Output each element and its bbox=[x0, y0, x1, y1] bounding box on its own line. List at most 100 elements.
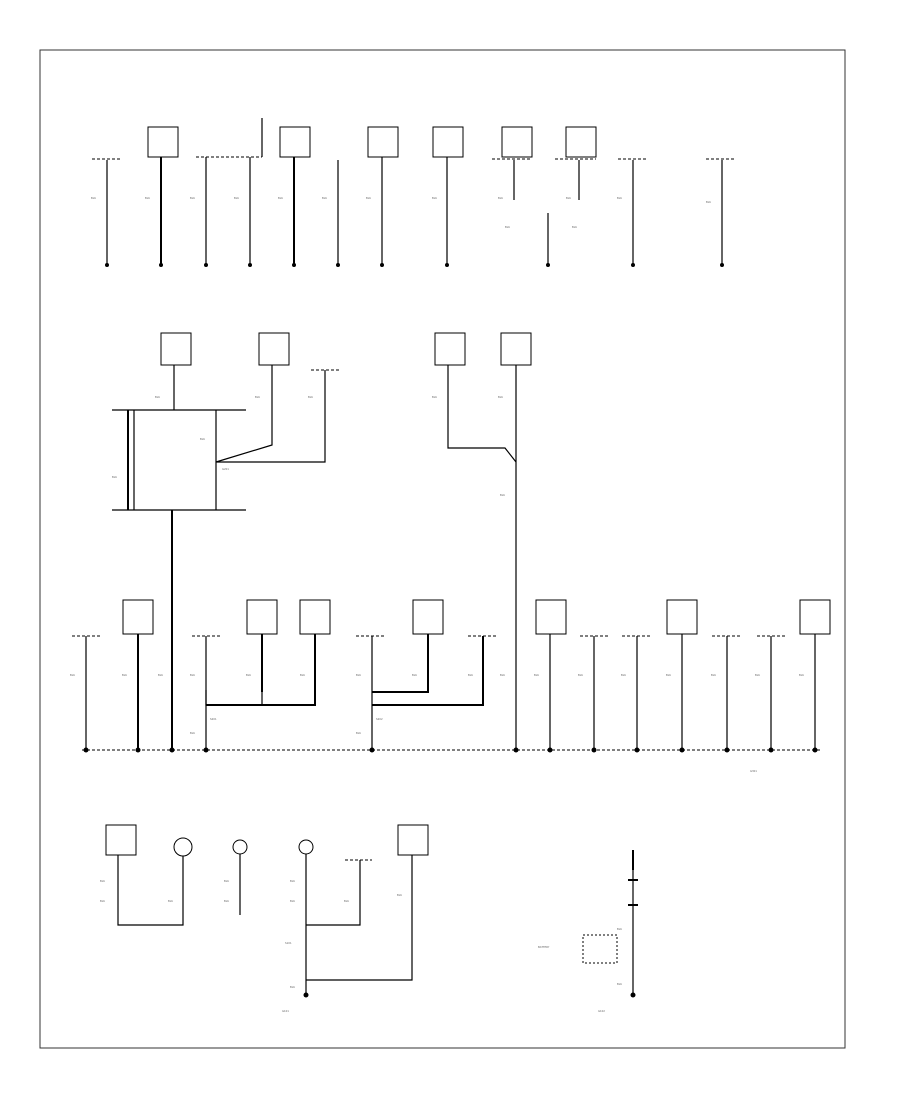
middle-wires bbox=[112, 365, 517, 750]
battery-ground: BATTERY BLK BLK G102 bbox=[538, 850, 638, 1013]
top-row-components: BLK BLK BLK BLK BLK BLK BLK BLK BLK BLK BLK BL… bbox=[91, 118, 736, 267]
component-box bbox=[246, 599, 278, 635]
svg-text:BLK: BLK bbox=[290, 985, 295, 989]
svg-text:BLK: BLK bbox=[534, 673, 539, 677]
svg-text:BLK: BLK bbox=[617, 982, 622, 986]
svg-text:BLK: BLK bbox=[617, 927, 622, 931]
component-box bbox=[105, 824, 137, 856]
svg-text:BLK: BLK bbox=[200, 437, 205, 441]
component-box bbox=[565, 126, 597, 158]
component-box bbox=[799, 599, 831, 635]
lamp-icon bbox=[298, 839, 314, 855]
svg-text:BLK: BLK bbox=[666, 673, 671, 677]
middle-section: BLK BLK BLK BLK BLK BLK BLK G201 BLK bbox=[112, 332, 532, 750]
svg-text:BLK: BLK bbox=[799, 673, 804, 677]
svg-text:BLK: BLK bbox=[498, 395, 503, 399]
svg-text:G201: G201 bbox=[222, 467, 229, 471]
svg-text:BLK: BLK bbox=[300, 673, 305, 677]
component-box bbox=[500, 332, 532, 366]
connector-dashes bbox=[92, 156, 736, 160]
svg-text:BLK: BLK bbox=[397, 893, 402, 897]
svg-text:BLK: BLK bbox=[255, 395, 260, 399]
svg-text:BLK: BLK bbox=[498, 196, 503, 200]
svg-text:BLK: BLK bbox=[706, 200, 711, 204]
svg-text:BLK: BLK bbox=[500, 493, 505, 497]
top-row-ground-dots bbox=[105, 263, 724, 267]
svg-text:BLK: BLK bbox=[356, 731, 361, 735]
component-box bbox=[258, 332, 290, 366]
lamp-icon bbox=[232, 839, 248, 855]
svg-text:BLK: BLK bbox=[234, 196, 239, 200]
svg-text:BLK: BLK bbox=[755, 673, 760, 677]
svg-text:S202: S202 bbox=[376, 717, 383, 721]
component-box bbox=[501, 126, 533, 158]
svg-text:BLK: BLK bbox=[500, 673, 505, 677]
svg-text:BLK: BLK bbox=[621, 673, 626, 677]
svg-text:BLK: BLK bbox=[278, 196, 283, 200]
svg-text:BLK: BLK bbox=[711, 673, 716, 677]
svg-text:BLK: BLK bbox=[290, 879, 295, 883]
svg-text:BLK: BLK bbox=[190, 731, 195, 735]
row-3-wires bbox=[85, 510, 816, 750]
component-box bbox=[279, 126, 311, 158]
svg-text:G101: G101 bbox=[282, 1009, 289, 1013]
component-box bbox=[412, 599, 444, 635]
svg-text:BLK: BLK bbox=[145, 196, 150, 200]
lamp-icon bbox=[173, 837, 193, 857]
battery-box bbox=[582, 934, 618, 964]
svg-text:BLK: BLK bbox=[566, 196, 571, 200]
component-box bbox=[160, 332, 192, 366]
component-box bbox=[299, 599, 331, 635]
top-row-wires bbox=[106, 157, 723, 265]
svg-text:S201: S201 bbox=[210, 717, 217, 721]
svg-text:G102: G102 bbox=[598, 1009, 605, 1013]
svg-text:BLK: BLK bbox=[344, 899, 349, 903]
svg-text:S101: S101 bbox=[285, 941, 292, 945]
top-row-wire-codes: BLK BLK BLK BLK BLK BLK BLK BLK BLK BLK BLK BL… bbox=[91, 196, 711, 229]
svg-text:BLK: BLK bbox=[290, 899, 295, 903]
svg-text:BLK: BLK bbox=[246, 673, 251, 677]
svg-text:BLK: BLK bbox=[158, 673, 163, 677]
row-3-components: BLK BLK BLK BLK BLK BLK BLK BLK BLK BLK BLK BL… bbox=[70, 510, 831, 773]
svg-text:BLK: BLK bbox=[100, 899, 105, 903]
component-box bbox=[397, 824, 429, 856]
diagram-border bbox=[39, 49, 846, 1049]
svg-text:BLK: BLK bbox=[224, 879, 229, 883]
component-box bbox=[122, 599, 154, 635]
component-box bbox=[432, 126, 464, 158]
svg-text:BATTERY: BATTERY bbox=[538, 945, 550, 949]
svg-text:BLK: BLK bbox=[308, 395, 313, 399]
svg-text:BLK: BLK bbox=[468, 673, 473, 677]
component-box bbox=[535, 599, 567, 635]
component-box bbox=[666, 599, 698, 635]
svg-text:BLK: BLK bbox=[122, 673, 127, 677]
svg-text:BLK: BLK bbox=[366, 196, 371, 200]
svg-text:BLK: BLK bbox=[322, 196, 327, 200]
svg-text:BLK: BLK bbox=[168, 899, 173, 903]
svg-text:BLK: BLK bbox=[112, 475, 117, 479]
svg-text:BLK: BLK bbox=[432, 395, 437, 399]
svg-text:BLK: BLK bbox=[190, 673, 195, 677]
component-box bbox=[367, 126, 399, 158]
svg-text:BLK: BLK bbox=[100, 879, 105, 883]
svg-text:BLK: BLK bbox=[155, 395, 160, 399]
component-box bbox=[147, 126, 179, 158]
bottom-wires bbox=[117, 854, 413, 995]
svg-text:BLK: BLK bbox=[70, 673, 75, 677]
middle-wire-codes: BLK BLK BLK BLK BLK BLK BLK G201 BLK bbox=[112, 395, 505, 497]
svg-text:G301: G301 bbox=[750, 769, 757, 773]
svg-text:BLK: BLK bbox=[617, 196, 622, 200]
bottom-section: BLK BLK BLK BLK BLK BLK BLK BLK BLK S101 BLK G… bbox=[100, 824, 638, 1013]
svg-text:BLK: BLK bbox=[412, 673, 417, 677]
row-3-wire-codes: BLK BLK BLK BLK BLK BLK BLK BLK BLK BLK BLK BL… bbox=[70, 673, 804, 735]
svg-text:BLK: BLK bbox=[432, 196, 437, 200]
component-box bbox=[434, 332, 466, 366]
svg-text:BLK: BLK bbox=[356, 673, 361, 677]
svg-text:BLK: BLK bbox=[505, 225, 510, 229]
svg-text:BLK: BLK bbox=[578, 673, 583, 677]
svg-text:BLK: BLK bbox=[91, 196, 96, 200]
svg-text:BLK: BLK bbox=[572, 225, 577, 229]
svg-text:BLK: BLK bbox=[190, 196, 195, 200]
